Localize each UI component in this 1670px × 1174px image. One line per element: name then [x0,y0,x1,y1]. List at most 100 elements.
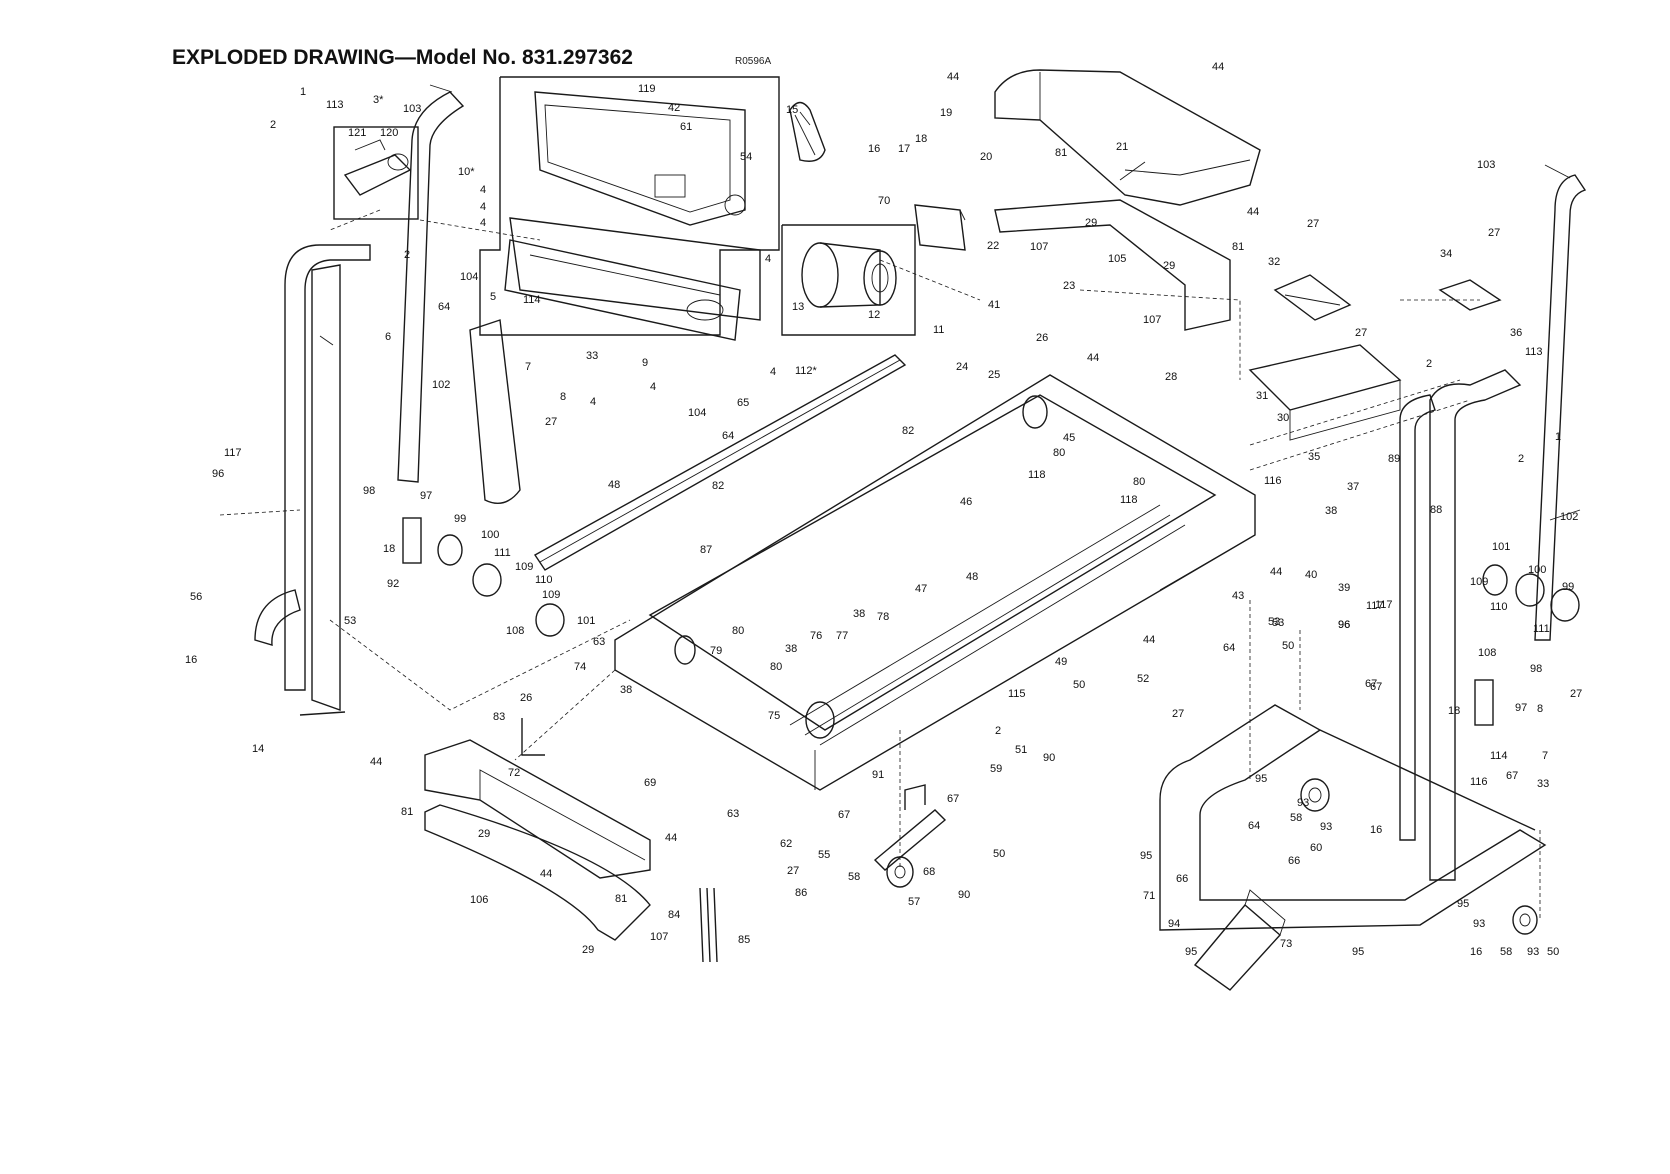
callout-12: 12 [868,309,880,321]
callout-48b: 48 [966,571,978,583]
callout-27e: 27 [787,865,799,877]
callout-120: 120 [380,127,398,139]
callout-70: 70 [878,195,890,207]
callout-9: 9 [642,357,648,369]
left-wheel-assembly [402,517,565,637]
callout-67d: 67 [1506,770,1518,782]
callout-44h: 44 [540,868,552,880]
callout-89: 89 [1388,453,1400,465]
callout-95: 95 [1255,773,1267,785]
callout-111b: 111 [494,547,511,559]
callout-44d: 44 [1087,352,1099,364]
callout-95e: 95 [1457,898,1469,910]
callout-1: 1 [300,86,306,98]
callout-72: 72 [508,767,520,779]
callout-95c: 95 [1185,946,1197,958]
callout-18b: 18 [383,543,395,555]
callout-75: 75 [768,710,780,722]
callout-44a: 44 [947,71,959,83]
callout-81: 81 [1055,147,1067,159]
callout-53b: 53 [344,615,356,627]
callout-64b: 64 [722,430,734,442]
callout-50d: 50 [1547,946,1559,958]
callout-41: 41 [988,299,1000,311]
callout-15: 15 [786,104,798,116]
callout-58b: 58 [1290,812,1302,824]
callout-26b: 26 [520,692,532,704]
callout-37: 37 [1347,481,1359,493]
callout-10: 10* [458,166,475,178]
callout-53: 53 [1272,617,1284,629]
rear-end-cap [424,739,651,879]
bolts-84-85 [699,887,718,963]
callout-118b: 118 [1120,494,1138,506]
callout-101: 101 [1492,541,1510,553]
callout-4c: 4 [480,217,486,229]
console-box [479,76,780,336]
callout-71: 71 [1143,890,1155,902]
callout-29b: 29 [1163,260,1175,272]
callout-16: 16 [868,143,880,155]
callout-93c: 93 [1473,918,1485,930]
callout-labels: 1 113 3* 103 2 121 120 2 6 102 64 104 10… [185,61,1582,958]
callout-44f: 44 [370,756,382,768]
callout-38: 38 [1325,505,1337,517]
callout-98: 98 [363,485,375,497]
callout-104: 104 [460,271,478,283]
callout-103: 103 [403,103,421,115]
callout-81d: 81 [615,893,627,905]
callout-105: 105 [1108,253,1126,265]
callout-107: 107 [1030,241,1048,253]
callout-35: 35 [1308,451,1320,463]
callout-64c: 64 [1223,642,1235,654]
callout-65: 65 [737,397,749,409]
callout-7: 7 [525,361,531,373]
callout-2b: 2 [404,249,410,261]
front-roller [1022,395,1048,429]
callout-96c: 96 [1338,619,1350,631]
right-handrail-tube [1534,174,1587,641]
callout-34: 34 [1440,248,1452,260]
callout-119: 119 [638,83,656,95]
callout-16c: 16 [1370,824,1382,836]
callout-58: 58 [848,871,860,883]
callout-80d: 80 [770,661,782,673]
leader-lines [319,84,1581,521]
callout-111: 111 [1533,623,1550,635]
rear-roller [674,635,835,739]
callout-39: 39 [1338,582,1350,594]
callout-22: 22 [987,240,999,252]
callout-2d: 2 [1518,453,1524,465]
drawing-code: R0596A [735,56,772,67]
drawing-title: EXPLODED DRAWING—Model No. 831.297362 [172,46,633,69]
callout-110: 110 [1490,601,1508,613]
callout-78: 78 [877,611,889,623]
callout-99b: 99 [454,513,466,525]
callout-81b: 81 [1232,241,1244,253]
callout-101b: 101 [577,615,595,627]
callout-56: 56 [190,591,202,603]
allen-wrench [521,718,545,756]
callout-104b: 104 [688,407,706,419]
callout-24: 24 [956,361,968,373]
callout-27c: 27 [1488,227,1500,239]
callout-84: 84 [668,909,680,921]
callout-58c: 58 [1500,946,1512,958]
callout-114: 114 [523,294,541,306]
callout-40: 40 [1305,569,1317,581]
callout-96b: 96 [212,468,224,480]
callout-99: 99 [1562,581,1574,593]
right-upright [1399,369,1522,881]
callout-109: 109 [1470,576,1488,588]
circuit-breaker [1438,279,1502,311]
callout-63: 63 [593,636,605,648]
callout-50: 50 [1073,679,1085,691]
callout-67e: 67 [1370,681,1382,693]
callout-59: 59 [990,763,1002,775]
left-handrail-tube [397,91,465,483]
callout-48: 48 [608,479,620,491]
left-upright [254,244,371,716]
callout-4d: 4 [765,253,771,265]
